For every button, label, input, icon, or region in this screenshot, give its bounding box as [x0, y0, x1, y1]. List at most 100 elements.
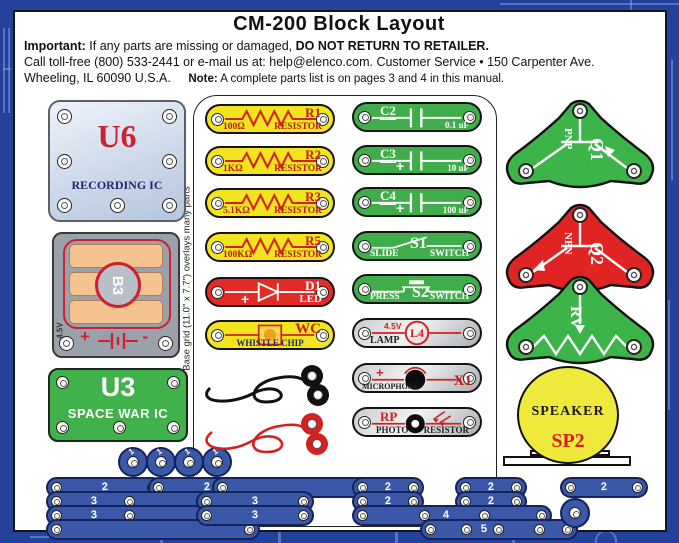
part-photo-resistor: RP PHOTO RESISTOR: [352, 407, 482, 437]
part-id: S1: [410, 235, 427, 252]
part-id: S2: [412, 284, 429, 301]
snap-icon: [358, 282, 371, 296]
snap-icon: [460, 524, 472, 535]
part-id: C2: [380, 103, 396, 120]
plus-sign: +: [376, 365, 384, 380]
part-id: R1: [305, 105, 321, 120]
diode-symbol-icon: [224, 281, 315, 303]
transistor-blob-icon: NPN Q2: [505, 203, 655, 293]
frame-trace: [630, 0, 632, 10]
battery-symbol-icon: [98, 333, 138, 349]
part-name: LED: [299, 293, 322, 305]
part-speaker: SPEAKER SP2: [517, 366, 619, 464]
snap-count-label: 3: [251, 508, 259, 521]
part-id: SP2: [551, 430, 585, 452]
snap-count-label: 5: [480, 522, 488, 535]
snap-icon: [211, 112, 224, 126]
part-id: C4: [380, 188, 396, 205]
snap-icon: [357, 510, 368, 521]
part-value: 5.1KΩ: [223, 206, 250, 216]
snap-icon: [358, 153, 371, 167]
part-id: RP: [380, 409, 398, 424]
part-variable-resistor: RV: [505, 272, 655, 367]
capacitor-symbol-icon: [371, 151, 462, 171]
snap-icon: [463, 110, 476, 124]
frame-trace: [668, 300, 670, 410]
part-snap-conductor-1: [560, 498, 590, 528]
snap-icon: [463, 195, 476, 209]
snap-icon: [57, 154, 72, 169]
snap-icon: [358, 326, 371, 340]
snap-icon: [463, 326, 476, 340]
part-space-war-ic: U3 SPACE WAR IC: [48, 368, 188, 442]
part-snap-conductor-1: 1: [118, 447, 148, 477]
part-name: RESISTOR: [423, 425, 469, 435]
part-value: 0.1 uF: [444, 120, 469, 130]
snap-icon: [463, 239, 476, 253]
snap-icon: [56, 421, 69, 434]
part-name: RESISTOR: [274, 206, 322, 216]
snap-icon: [162, 109, 177, 124]
note-text: A complete parts list is on pages 3 and …: [217, 73, 505, 85]
snap-icon: [162, 154, 177, 169]
snap-icon: [127, 456, 139, 468]
snap-icon: [183, 456, 195, 468]
snap-icon: [518, 207, 642, 283]
note-label: Note:: [188, 73, 218, 85]
snap-icon: [316, 285, 329, 299]
snap-icon: [211, 456, 223, 468]
resistor-symbol-icon: [224, 108, 322, 128]
part-resistor: R1 100Ω RESISTOR: [205, 104, 335, 134]
resistor-symbol-icon: [224, 236, 322, 256]
address-text: Wheeling, IL 60090 U.S.A.: [24, 71, 171, 85]
part-value: 100KΩ: [223, 250, 253, 260]
part-value: 1KΩ: [223, 164, 243, 174]
part-snap-conductor: 2: [560, 477, 648, 498]
part-id: C3: [380, 146, 396, 163]
snap-count-label: 1: [126, 446, 136, 457]
part-value: 100 uF: [442, 205, 469, 215]
part-capacitor: C3 + 10 uF: [352, 145, 482, 175]
plus-sign: +: [396, 158, 405, 174]
snap-icon: [518, 103, 642, 179]
part-snap-conductor: 3: [196, 505, 314, 526]
frame-trace: [3, 28, 5, 113]
snap-icon: [201, 510, 212, 521]
snap-icon: [167, 376, 180, 389]
part-id: X1: [453, 373, 472, 389]
part-name: RESISTOR: [274, 122, 322, 132]
snap-icon: [57, 198, 72, 213]
snap-icon: [425, 524, 436, 535]
part-snap-conductor: 5: [420, 519, 578, 540]
part-id: U3: [100, 372, 136, 402]
part-id: Q2: [587, 242, 607, 265]
part-id: R3: [305, 189, 321, 204]
part-press-switch: S2 PRESS SWITCH: [352, 274, 482, 304]
snap-icon: [463, 282, 476, 296]
important-label: Important:: [24, 39, 86, 53]
part-name: PHOTO: [376, 425, 409, 435]
part-recording-ic: U6 RECORDING IC: [48, 100, 186, 222]
part-battery-holder: B3 4.5V + -: [52, 232, 180, 358]
snap-icon: [536, 510, 547, 521]
lamp-symbol-icon: [371, 320, 462, 346]
snap-icon: [316, 112, 329, 126]
part-name: SWITCH: [429, 292, 469, 302]
snap-icon: [493, 524, 504, 535]
battery-label-circle: B3: [95, 262, 141, 308]
part-name: SPACE WAR IC: [67, 406, 169, 421]
battery-outline: [63, 239, 171, 329]
plus-sign: +: [80, 327, 90, 346]
part-id: R5: [305, 233, 321, 248]
snap-icon: [569, 507, 581, 519]
part-led: + D1 LED: [205, 277, 335, 307]
frame-trace: [278, 531, 281, 543]
part-value: 100Ω: [223, 122, 245, 132]
part-name: SPEAKER: [531, 404, 605, 419]
snap-icon: [211, 285, 224, 299]
base-grid-outline: [193, 95, 497, 527]
snap-icon: [56, 376, 69, 389]
part-transistor-pnp: PNP Q1: [505, 96, 655, 191]
part-id: U6: [97, 118, 137, 154]
